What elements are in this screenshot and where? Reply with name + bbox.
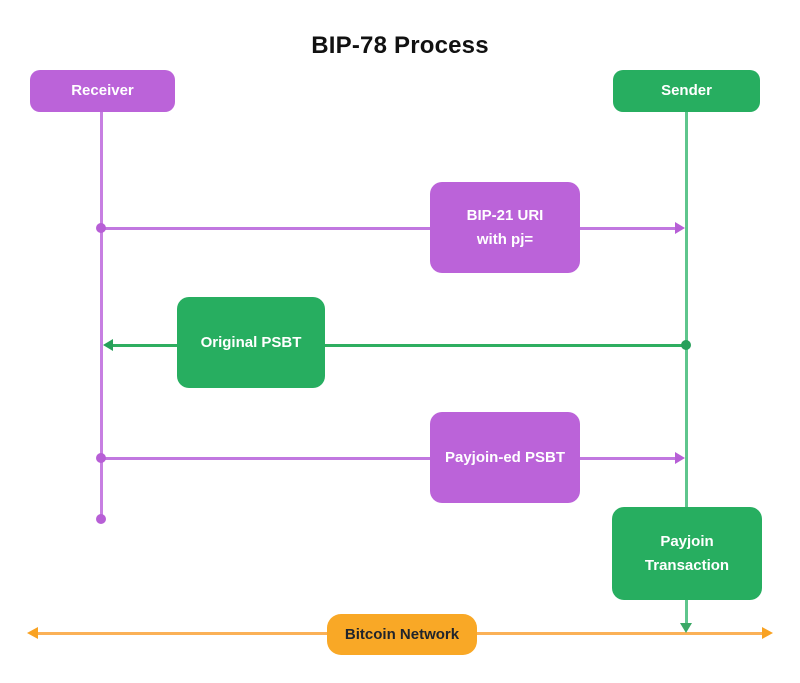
message-label: Payjoin-ed PSBT [444,448,566,466]
sender-to-network-arrowhead-icon [680,623,692,633]
actor-label: Sender [661,82,712,100]
bip21-uri-origin-dot [96,223,106,233]
actor-receiver: Receiver [30,70,175,112]
actor-label: Receiver [71,82,134,100]
message-box-payjoined-psbt: Payjoin-ed PSBT [430,412,580,503]
payjoined-psbt-arrowhead-icon [675,452,685,464]
network-right-arrowhead-icon [762,627,773,639]
sender-lifeline-lower [685,600,688,624]
node-label-line2: Transaction [644,556,730,574]
message-label: Original PSBT [200,333,302,351]
payjoined-psbt-origin-dot [96,453,106,463]
message-box-bip21-uri: BIP-21 URI with pj= [430,182,580,273]
original-psbt-origin-dot [681,340,691,350]
node-label: Bitcoin Network [344,625,460,643]
node-bitcoin-network: Bitcoin Network [327,614,477,655]
receiver-lifeline-end-dot [96,514,106,524]
message-line-original-psbt [111,344,686,347]
node-label: Payjoin [660,533,714,551]
receiver-lifeline [100,112,103,520]
message-line-payjoined-psbt [101,457,677,460]
actor-sender: Sender [613,70,760,112]
node-payjoin-transaction: Payjoin Transaction [612,507,762,600]
network-left-arrowhead-icon [27,627,38,639]
bip21-uri-arrowhead-icon [675,222,685,234]
message-line-bip21-uri [101,227,677,230]
message-box-original-psbt: Original PSBT [177,297,325,388]
sender-lifeline-upper [685,112,688,507]
message-label: BIP-21 URI [466,207,544,225]
message-label-line2: with pj= [476,230,534,248]
diagram-title: BIP-78 Process [311,32,489,59]
original-psbt-arrowhead-icon [103,339,113,351]
